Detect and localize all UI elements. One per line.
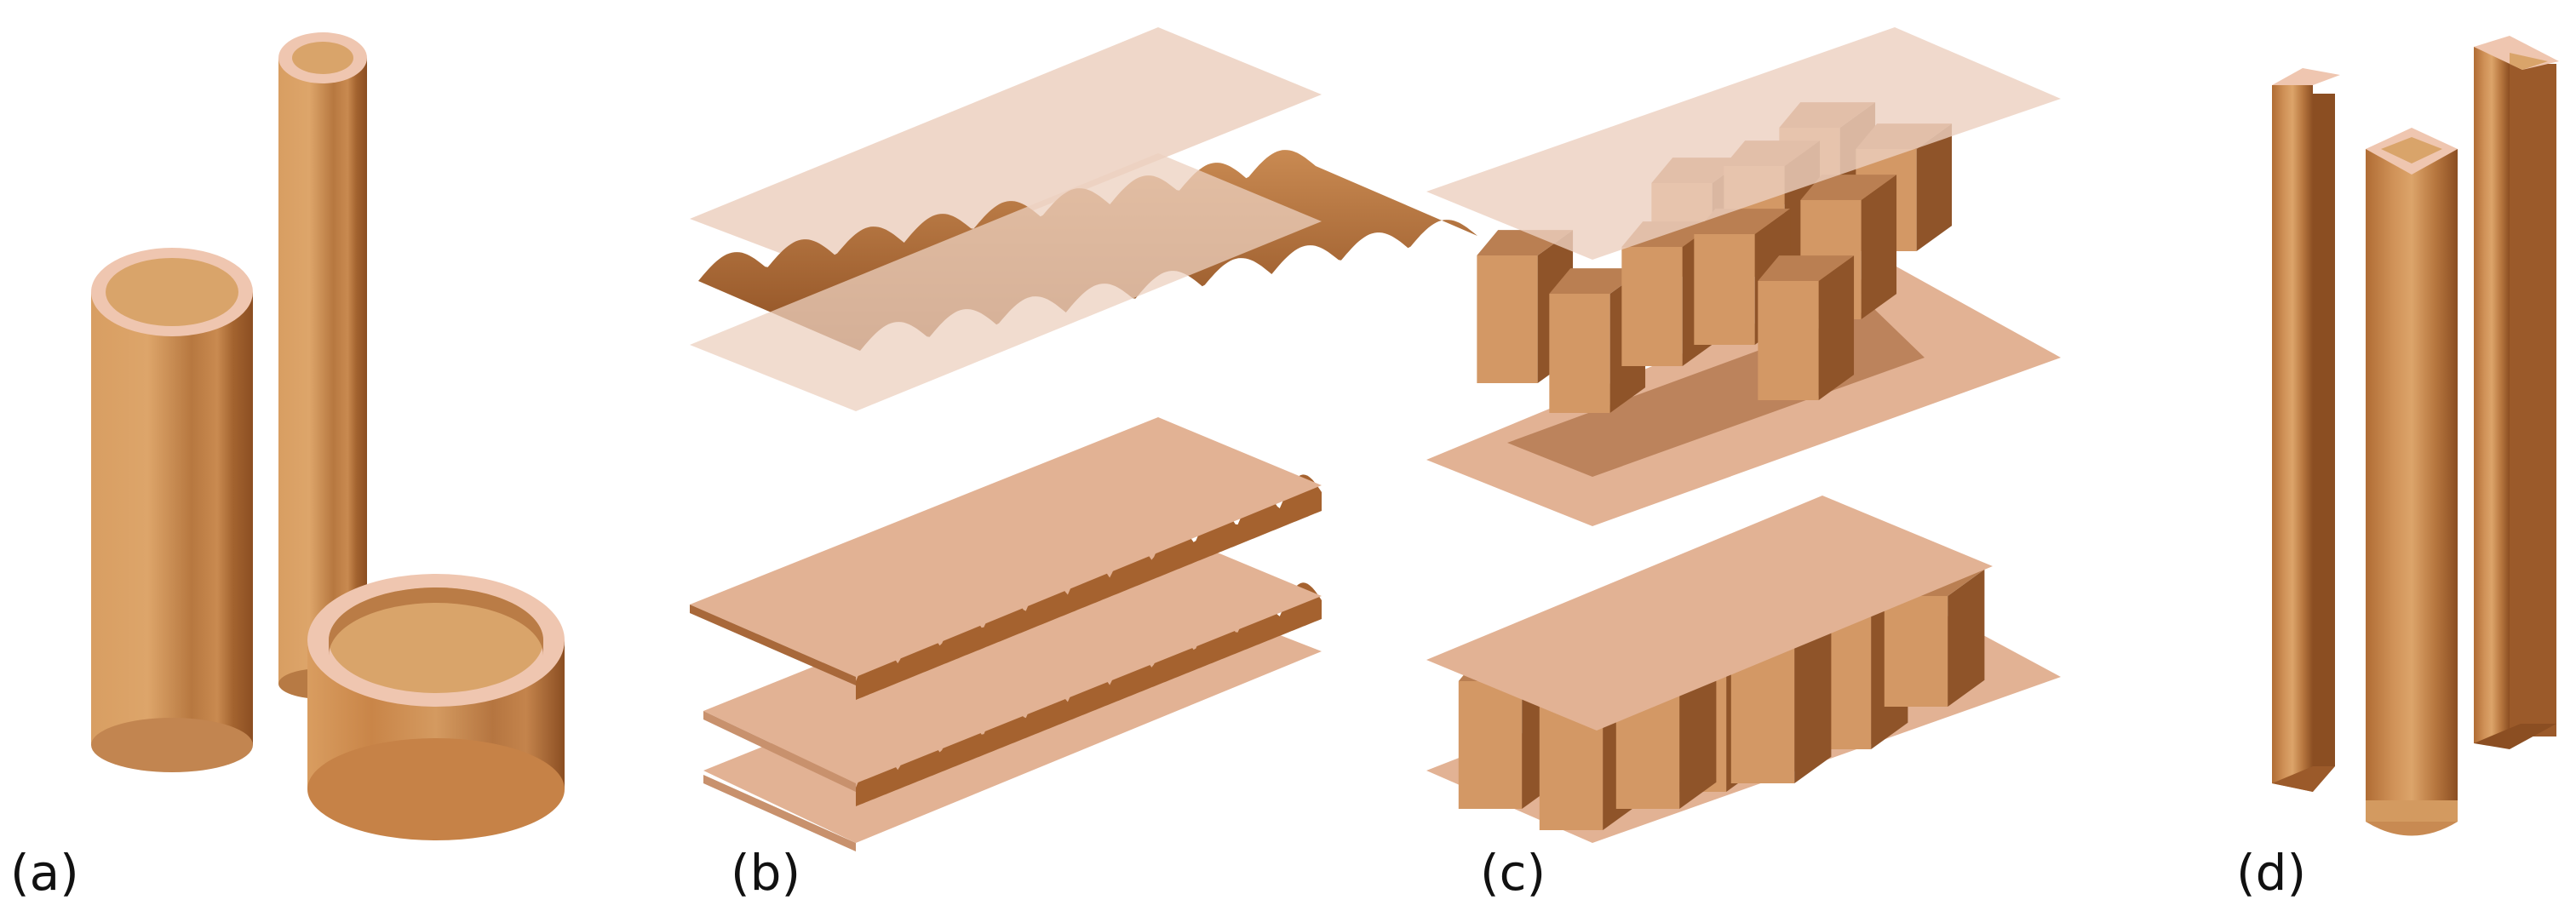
panel-c-honeycomb <box>1426 27 2061 843</box>
corrugated-exploded <box>690 27 1477 411</box>
medium-tube <box>91 248 253 772</box>
panel-d-posts <box>2272 36 2559 836</box>
short-wide-tube <box>307 574 565 840</box>
corrugated-assembled <box>690 417 1322 851</box>
honeycomb-assembled <box>1426 496 2061 843</box>
panel-b-corrugated <box>690 27 1477 851</box>
panel-label-b: (b) <box>731 844 800 902</box>
tall-tube <box>278 32 367 699</box>
channel-post-right <box>2474 36 2559 749</box>
panel-label-c: (c) <box>1480 844 1546 902</box>
panel-a-tubes <box>91 32 565 840</box>
square-tube-center <box>2366 128 2458 836</box>
panel-label-a: (a) <box>10 844 79 902</box>
panel-label-d: (d) <box>2236 844 2306 902</box>
channel-post-left <box>2272 68 2340 792</box>
honeycomb-exploded <box>1426 27 2061 526</box>
